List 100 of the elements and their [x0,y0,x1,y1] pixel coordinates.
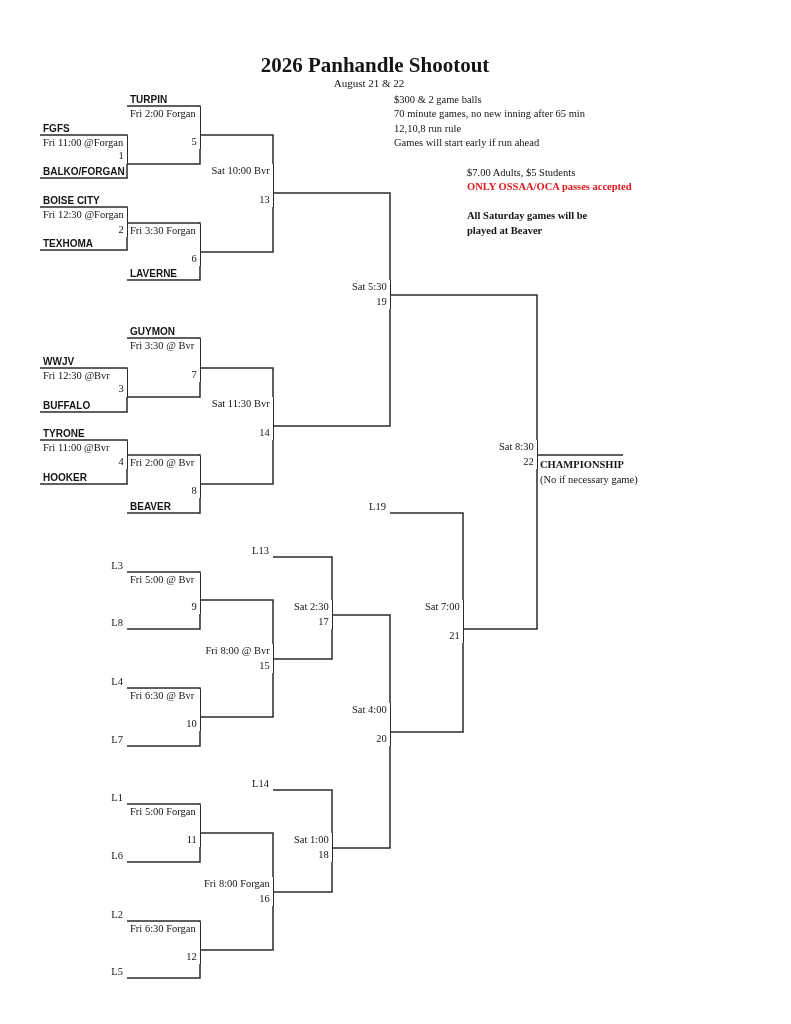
game-number: 21 [449,630,460,642]
bracket-line [126,497,201,514]
bracket-line [126,963,201,979]
bracket-line [389,294,538,441]
game-number: 18 [318,849,329,861]
warning-note: ONLY OSSAA/OCA passes accepted [467,180,632,193]
game-number: 10 [186,718,197,730]
slot-label: L1 [111,791,127,804]
game-bracket [40,136,128,164]
game-number: 4 [118,456,124,468]
title: 2026 Panhandle Shootout [260,53,490,77]
note-text: 70 minute games, no new inning after 65 min [394,107,585,120]
note-text: $7.00 Adults, $5 Students [467,166,576,179]
game-number: 2 [118,224,124,236]
game-time: Sat 7:00 [425,601,460,613]
bracket-line [126,846,201,863]
game-bracket [40,369,128,397]
bracket-line [126,222,201,225]
bracket-line [126,803,201,806]
game-time: Fri 11:00 @Bvr [43,442,110,454]
bracket-line [126,381,201,398]
bracket-line [39,206,128,209]
team-name: TEXHOMA [40,237,93,250]
game-bracket [127,805,201,847]
bracket-line [199,134,274,165]
game-bracket [127,573,201,614]
game-number: 7 [191,369,197,381]
game-number: 22 [523,456,534,468]
bracket-line [536,454,624,456]
subtitle: August 21 & 22 [333,77,405,90]
team-name: WWJV [40,355,75,368]
slot-label: L14 [252,777,273,790]
game-number: 16 [259,893,270,905]
game-time: Sat 4:00 [352,704,387,716]
team-name: LAVERNE [127,267,178,280]
bracket-line [272,789,333,834]
bracket-line [126,571,201,574]
bracket-line [272,556,333,601]
team-name: BEAVER [127,500,171,513]
game-time: Sat 11:30 Bvr [211,398,270,410]
bracket-line [199,832,274,878]
game-time: Sat 5:30 [352,281,387,293]
slot-label: L13 [252,544,273,557]
game-time: Fri 6:30 Forgan [130,923,196,935]
bracket-line [272,192,391,281]
bracket-line [199,206,274,253]
note-text: All Saturday games will be played at Beaver [467,209,589,238]
bracket-line [199,439,274,485]
game-number: 13 [259,194,270,206]
game-number: 6 [191,253,197,265]
bracket-line [272,861,333,893]
bracket-line [126,454,201,457]
game-number: 19 [376,296,387,308]
game-time: Fri 8:00 Forgan [204,878,270,890]
game-time: Sat 8:30 [499,441,534,453]
game-number: 14 [259,427,270,439]
game-time: Sat 2:30 [294,601,329,613]
team-name: TURPIN [127,93,168,106]
game-time: Fri 5:00 @ Bvr [130,574,195,586]
bracket-line [126,105,201,108]
bracket-line [331,614,391,704]
game-time: Sat 10:00 Bvr [211,165,270,177]
game-time: Fri 3:30 @ Bvr [130,340,195,352]
game-bracket [127,107,201,149]
bracket-line [39,134,128,137]
bracket-line [126,730,201,747]
game-time: Fri 2:00 Forgan [130,108,196,120]
game-number: 5 [191,136,197,148]
team-name: GUYMON [127,325,175,338]
game-time: Fri 8:00 @ Bvr [205,645,270,657]
slot-label: L3 [111,559,127,572]
game-time: Fri 2:00 @ Bvr [130,457,195,469]
bracket-line [389,642,464,733]
bracket-line [199,905,274,951]
slot-label: L7 [111,733,127,746]
bracket-line [126,920,201,923]
bracket-line [126,613,201,630]
bracket-line [389,512,464,601]
game-number: 15 [259,660,270,672]
bracket-line [126,337,201,340]
game-number: 12 [186,951,197,963]
bracket-line [199,599,274,645]
bracket-line [331,745,391,849]
team-name: BUFFALO [40,399,91,412]
team-name: FGFS [40,122,70,135]
game-number: 9 [191,601,197,613]
bracket-line [39,468,128,485]
slot-label: L5 [111,965,127,978]
bracket-line [39,396,128,413]
game-bracket [127,456,201,498]
note-text: 12,10,8 run rule [394,122,462,135]
game-number: 17 [318,616,329,628]
game-time: Fri 12:30 @Bvr [43,370,110,382]
game-bracket [40,208,128,237]
game-time: Sat 1:00 [294,834,329,846]
bracket-line [39,367,128,370]
bracket-line [199,367,274,398]
game-bracket [127,922,201,964]
slot-label: L2 [111,908,127,921]
game-bracket [127,224,201,266]
